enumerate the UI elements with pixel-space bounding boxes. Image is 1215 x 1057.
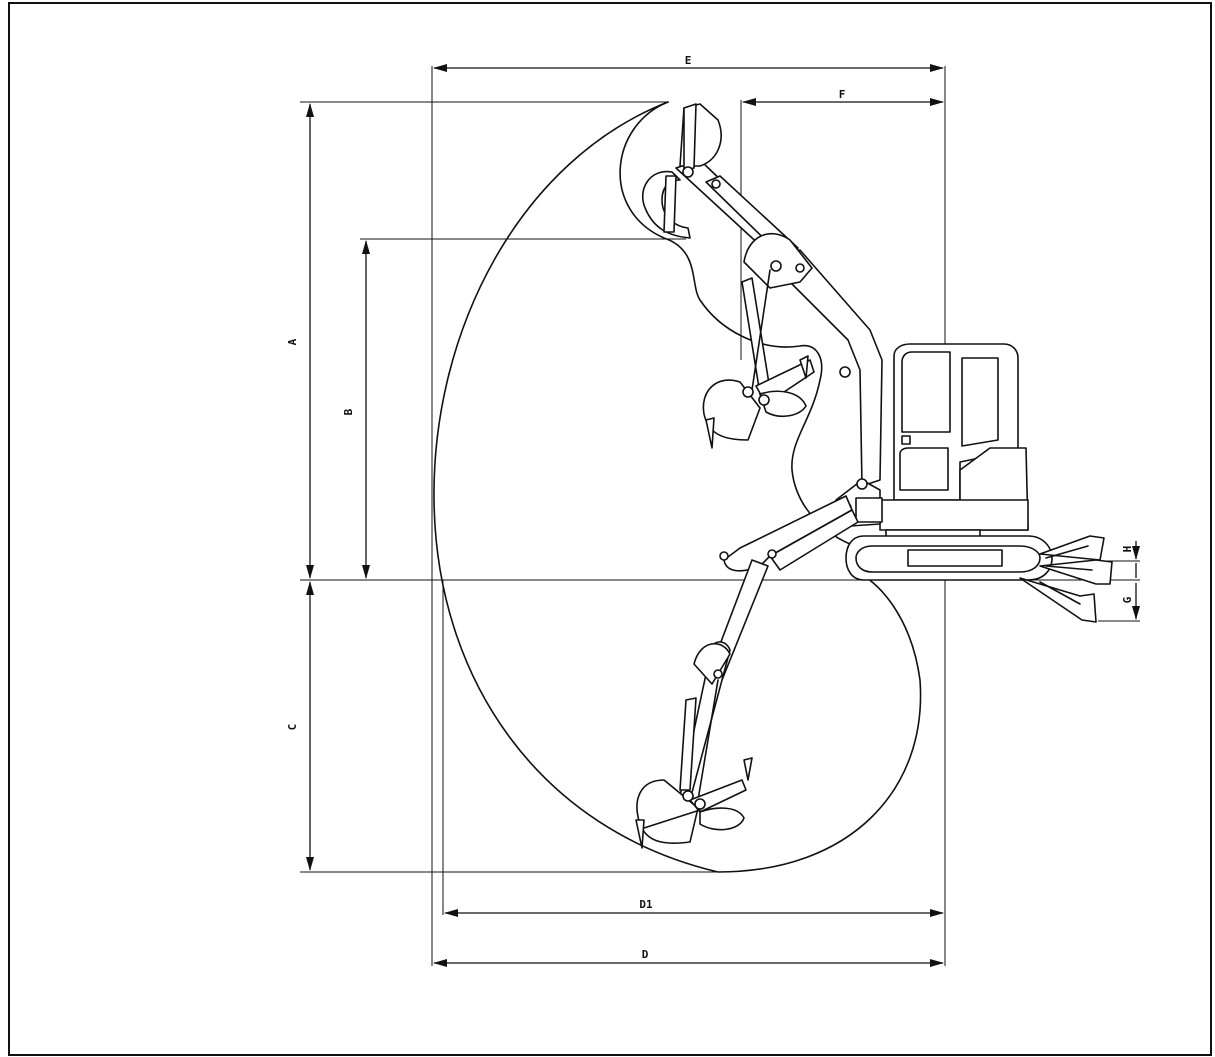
cab-window-side bbox=[961, 357, 999, 447]
label-c: C bbox=[286, 724, 299, 731]
upper-structure bbox=[879, 499, 1029, 531]
outer-border bbox=[8, 2, 1212, 1056]
boom-arm-lowered bbox=[635, 495, 859, 849]
label-f: F bbox=[839, 88, 846, 101]
blade-raised bbox=[1039, 535, 1105, 561]
blade-lowered bbox=[1019, 577, 1097, 623]
boom-arm-raised bbox=[641, 103, 883, 487]
cab-window-lower bbox=[899, 447, 949, 491]
label-d1: D1 bbox=[639, 898, 653, 911]
label-e: E bbox=[685, 54, 692, 67]
label-d: D bbox=[642, 948, 649, 961]
label-h: H bbox=[1121, 546, 1134, 553]
label-b: B bbox=[342, 408, 355, 415]
cab-handle bbox=[901, 435, 911, 445]
track-frame bbox=[907, 549, 1003, 567]
cab-window-front bbox=[901, 351, 951, 433]
excavator-body bbox=[835, 343, 1113, 623]
label-g: G bbox=[1121, 596, 1134, 603]
dimension-labels: E F A B C D1 D H G bbox=[286, 54, 1134, 961]
label-a: A bbox=[286, 338, 299, 345]
blade-level bbox=[1039, 559, 1113, 585]
working-range-envelope bbox=[433, 101, 922, 873]
